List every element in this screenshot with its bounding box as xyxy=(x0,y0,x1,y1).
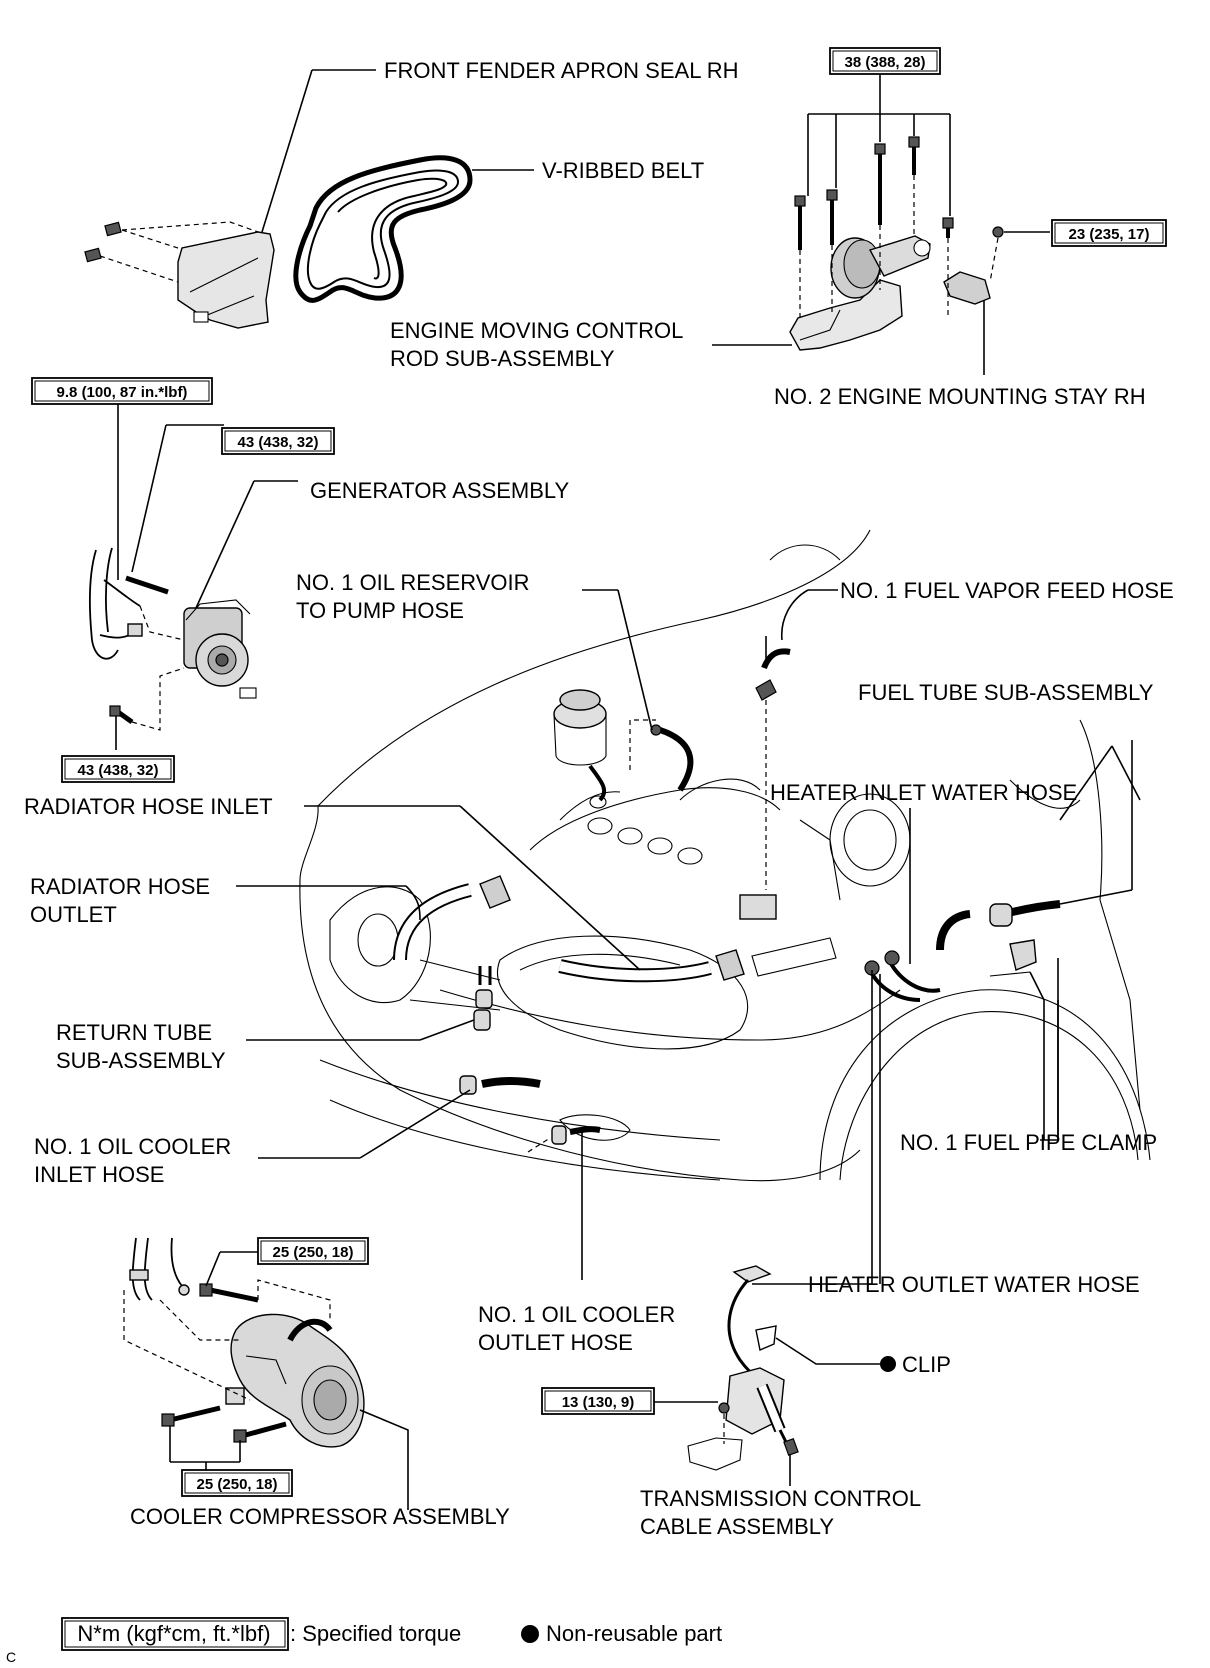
legend: N*m (kgf*cm, ft.*lbf) : Specified torque… xyxy=(61,1617,722,1651)
svg-text:13 (130, 9): 13 (130, 9) xyxy=(562,1394,635,1411)
label-radiator-hose-inlet: RADIATOR HOSE INLET xyxy=(24,794,273,819)
label-radiator-hose-outlet-2: OUTLET xyxy=(30,902,117,927)
label-no1-oil-reservoir-1: NO. 1 OIL RESERVOIR xyxy=(296,570,530,595)
non-reusable-marker-icon xyxy=(880,1356,896,1372)
label-generator-assembly: GENERATOR ASSEMBLY xyxy=(310,478,570,503)
label-engine-moving-control-rod-1: ENGINE MOVING CONTROL xyxy=(390,318,683,343)
torque-box-mount-stay: 23 (235, 17) xyxy=(1051,219,1167,247)
label-no1-oil-cooler-outlet-1: NO. 1 OIL COOLER xyxy=(478,1302,675,1327)
label-radiator-hose-outlet-1: RADIATOR HOSE xyxy=(30,874,210,899)
generator-assembly-illustration xyxy=(89,385,298,750)
svg-text:25 (250, 18): 25 (250, 18) xyxy=(273,1244,354,1261)
label-cooler-compressor-assembly: COOLER COMPRESSOR ASSEMBLY xyxy=(130,1504,510,1529)
label-no1-oil-cooler-inlet-2: INLET HOSE xyxy=(34,1162,164,1187)
legend-torque-meaning: : Specified torque xyxy=(290,1621,461,1646)
torque-box-mount-rod: 38 (388, 28) xyxy=(829,47,941,75)
mount-bolts xyxy=(794,136,1004,250)
non-reusable-legend-icon xyxy=(521,1625,539,1643)
label-transmission-cable-2: CABLE ASSEMBLY xyxy=(640,1514,834,1539)
legend-torque-format: N*m (kgf*cm, ft.*lbf) xyxy=(77,1621,270,1646)
label-no1-fuel-pipe-clamp: NO. 1 FUEL PIPE CLAMP xyxy=(900,1130,1157,1155)
torque-box-cable-nut: 13 (130, 9) xyxy=(541,1387,655,1415)
svg-text:38 (388, 28): 38 (388, 28) xyxy=(845,54,926,71)
torque-box-generator-lower: 43 (438, 32) xyxy=(61,755,175,783)
torque-box-compressor-upper: 25 (250, 18) xyxy=(257,1237,369,1265)
vehicle-lead-lines xyxy=(236,589,1141,1285)
v-ribbed-belt-illustration xyxy=(293,155,473,303)
front-fender-apron-seal-illustration xyxy=(84,221,275,329)
label-no1-oil-cooler-inlet-1: NO. 1 OIL COOLER xyxy=(34,1134,231,1159)
label-no1-oil-reservoir-2: TO PUMP HOSE xyxy=(296,598,464,623)
torque-callouts: 38 (388, 28) 23 (235, 17) 9.8 (100, 87 i… xyxy=(31,47,1167,1497)
label-v-ribbed-belt: V-RIBBED BELT xyxy=(542,158,704,183)
label-heater-outlet-water-hose: HEATER OUTLET WATER HOSE xyxy=(808,1272,1140,1297)
label-transmission-cable-1: TRANSMISSION CONTROL xyxy=(640,1486,921,1511)
svg-text:43 (438, 32): 43 (438, 32) xyxy=(78,762,159,779)
label-return-tube-1: RETURN TUBE xyxy=(56,1020,212,1045)
label-no1-oil-cooler-outlet-2: OUTLET HOSE xyxy=(478,1330,633,1355)
svg-text:25 (250, 18): 25 (250, 18) xyxy=(197,1476,278,1493)
label-clip: CLIP xyxy=(902,1352,951,1377)
figure-code: C xyxy=(6,1649,16,1665)
label-no2-engine-mounting-stay: NO. 2 ENGINE MOUNTING STAY RH xyxy=(774,384,1146,409)
torque-box-generator-terminal: 9.8 (100, 87 in.*lbf) xyxy=(31,377,213,405)
vehicle-front-illustration xyxy=(299,529,1151,1182)
label-no1-fuel-vapor-feed-hose: NO. 1 FUEL VAPOR FEED HOSE xyxy=(840,578,1174,603)
legend-non-reusable: Non-reusable part xyxy=(546,1621,722,1646)
label-return-tube-2: SUB-ASSEMBLY xyxy=(56,1048,226,1073)
torque-box-compressor-lower: 25 (250, 18) xyxy=(181,1469,293,1497)
transmission-control-cable-illustration xyxy=(654,1265,896,1486)
part-labels: FRONT FENDER APRON SEAL RH V-RIBBED BELT… xyxy=(24,58,1174,1539)
label-heater-inlet-water-hose: HEATER INLET WATER HOSE xyxy=(770,780,1077,805)
engine-moving-control-rod-illustration xyxy=(789,70,1050,351)
cooler-compressor-illustration xyxy=(123,1237,409,1510)
label-front-fender-apron-seal: FRONT FENDER APRON SEAL RH xyxy=(384,58,739,83)
label-fuel-tube-sub-assembly: FUEL TUBE SUB-ASSEMBLY xyxy=(858,680,1154,705)
torque-box-generator-upper: 43 (438, 32) xyxy=(221,427,335,455)
svg-text:23 (235, 17): 23 (235, 17) xyxy=(1069,226,1150,243)
label-engine-moving-control-rod-2: ROD SUB-ASSEMBLY xyxy=(390,346,615,371)
svg-text:9.8 (100, 87 in.*lbf): 9.8 (100, 87 in.*lbf) xyxy=(57,384,188,401)
svg-text:43 (438, 32): 43 (438, 32) xyxy=(238,434,319,451)
